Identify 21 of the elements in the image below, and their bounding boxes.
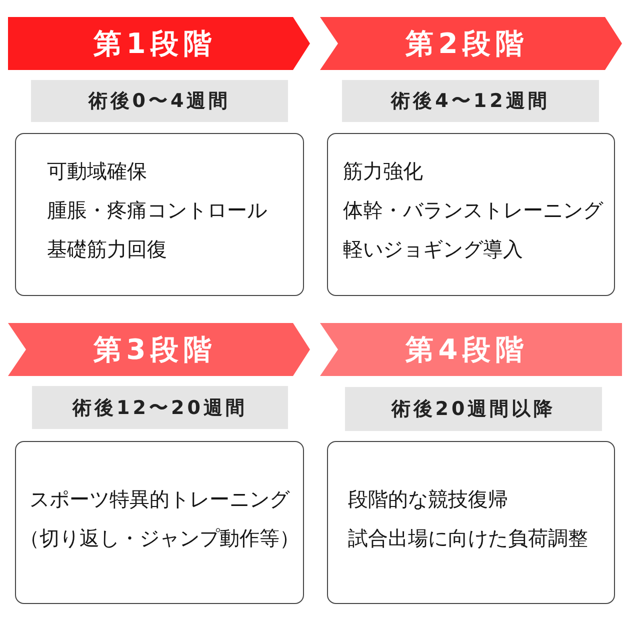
chevron-banner: 第3段階 xyxy=(8,323,310,376)
period-box: 術後20週間以降 xyxy=(345,387,602,431)
list-item: 可動域確保 xyxy=(47,158,147,185)
list-item: 腫脹・疼痛コントロール xyxy=(47,197,267,224)
list-item: 軽いジョギング導入 xyxy=(343,236,523,263)
chevron-banner: 第4段階 xyxy=(320,323,622,376)
content-box xyxy=(15,133,304,296)
list-item: 筋力強化 xyxy=(343,158,423,185)
list-item: スポーツ特異的トレーニング（切り返し・ジャンプ動作等） xyxy=(18,486,300,552)
content-box xyxy=(327,441,615,604)
chevron-banner: 第2段階 xyxy=(320,17,622,70)
chevron-banner: 第1段階 xyxy=(8,17,310,70)
content-box xyxy=(327,133,615,296)
content-box xyxy=(15,441,304,604)
list-item: 基礎筋力回復 xyxy=(47,236,167,263)
period-box: 術後0〜4週間 xyxy=(31,80,288,122)
list-item: 段階的な競技復帰 xyxy=(348,486,508,512)
period-box: 術後4〜12週間 xyxy=(342,80,599,122)
period-box: 術後12〜20週間 xyxy=(32,386,288,429)
list-item: 体幹・バランストレーニング xyxy=(343,197,603,224)
list-item: 試合出場に向けた負荷調整 xyxy=(348,524,588,552)
